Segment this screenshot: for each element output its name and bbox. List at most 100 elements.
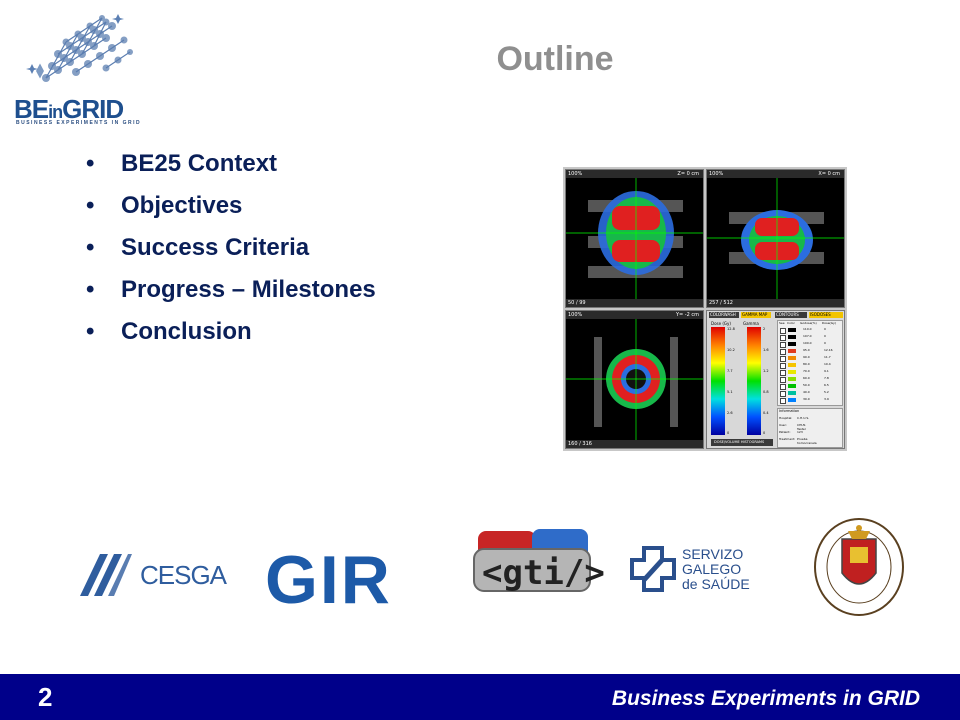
list-item: • Objectives xyxy=(86,192,376,234)
gir-wordmark: GIR xyxy=(265,542,392,618)
isodose-percent: 100.0 xyxy=(803,341,812,345)
zoom-label: 100% xyxy=(709,171,724,177)
isodose-color-swatch xyxy=(788,391,796,395)
isodose-checkbox[interactable] xyxy=(780,377,786,383)
table-row[interactable]: 90.0 11.7 xyxy=(779,355,841,362)
isodose-checkbox[interactable] xyxy=(780,328,786,334)
isodose-checkbox[interactable] xyxy=(780,363,786,369)
zoom-label: 100% xyxy=(568,312,583,318)
outline-list: •BE25 Context •Objectives •Success Crite… xyxy=(86,150,376,360)
sagittal-view-panel: 100% X= 0 cm 257 / 512 xyxy=(706,169,845,308)
panel-playback-bar[interactable] xyxy=(707,299,844,307)
isodose-checkbox[interactable] xyxy=(780,335,786,341)
axial-view-panel: 100% Z= 0 cm 50 / 99 xyxy=(565,169,704,308)
gti-logo: <gti/> xyxy=(470,525,605,597)
list-item: •Conclusion xyxy=(86,318,376,360)
isodose-checkbox[interactable] xyxy=(780,370,786,376)
isodose-checkbox[interactable] xyxy=(780,384,786,390)
information-box: Information Hospital:C.H.U.S. User:CHUS … xyxy=(777,408,843,448)
isodose-dose: 9.1 xyxy=(824,369,829,373)
isodose-percent: 90.0 xyxy=(803,355,810,359)
isodose-color-swatch xyxy=(788,377,796,381)
sergas-cross-icon xyxy=(630,546,676,592)
grid-globe-icon xyxy=(26,14,133,82)
panel-toolbar xyxy=(707,170,844,178)
panel-toolbar xyxy=(566,170,703,178)
slice-counter: 50 / 99 xyxy=(568,300,586,306)
coronal-view-panel: 100% Y= -2 cm 160 / 316 xyxy=(565,310,704,449)
gamma-color-scale xyxy=(747,327,761,435)
tab-contours[interactable]: CONTOURS xyxy=(775,312,807,318)
bullet-icon: • xyxy=(86,150,95,177)
isodose-color-swatch xyxy=(788,342,796,346)
slide-title: Outline xyxy=(496,40,614,78)
panel-playback-bar[interactable] xyxy=(566,299,703,307)
isodose-percent: 40.0 xyxy=(803,390,810,394)
panel-toolbar xyxy=(566,311,703,319)
isodose-checkbox[interactable] xyxy=(780,391,786,397)
isodose-percent: 80.0 xyxy=(803,362,810,366)
isodose-dose: 7.8 xyxy=(824,376,829,380)
isodose-color-swatch xyxy=(788,398,796,402)
dose-viewer-screenshot: 100% Z= 0 cm 50 / 99 100% X= 0 cm xyxy=(563,167,847,451)
gamma-tick-labels: 2 1.6 1.2 0.8 0.4 0 xyxy=(763,327,769,435)
isodose-color-swatch xyxy=(788,335,796,339)
dose-controls-panel: COLORWASH GAMMA MAP CONTOURS ISODOSES Do… xyxy=(706,310,845,449)
isodose-percent: 70.0 xyxy=(803,369,810,373)
isodose-checkbox[interactable] xyxy=(780,356,786,362)
sergas-logo: SERVIZO GALEGO de SAÚDE xyxy=(630,546,770,596)
university-seal-icon xyxy=(814,518,904,616)
list-item: •BE25 Context xyxy=(86,150,376,192)
bullet-icon: • xyxy=(86,192,95,219)
isodose-color-swatch xyxy=(788,356,796,360)
list-item: •Progress – Milestones xyxy=(86,276,376,318)
isodose-dose: 3.9 xyxy=(824,397,829,401)
isodose-checkbox[interactable] xyxy=(780,342,786,348)
zoom-label: 100% xyxy=(568,171,583,177)
cesga-swoosh-icon xyxy=(80,554,132,596)
beingrid-logo: BEinGRID BUSINESS EXPERIMENTS IN GRID xyxy=(6,6,156,126)
tab-isodoses[interactable]: ISODOSES xyxy=(809,312,843,318)
dose-map-image xyxy=(707,178,844,299)
isodose-dose: 0 xyxy=(824,341,826,345)
isodose-checkbox[interactable] xyxy=(780,398,786,404)
dose-scale-label: Dose (Gy) xyxy=(711,321,731,326)
gti-badge-icon xyxy=(473,529,591,592)
isodose-color-swatch xyxy=(788,384,796,388)
isodose-dose: 0 xyxy=(824,327,826,331)
isodose-dose: 0 xyxy=(824,334,826,338)
cesga-wordmark: CESGA xyxy=(140,560,227,590)
table-row[interactable]: 70.0 9.1 xyxy=(779,369,841,376)
isodose-color-swatch xyxy=(788,363,796,367)
list-item-label: Objectives xyxy=(121,192,243,219)
list-item: •Success Criteria xyxy=(86,234,376,276)
footer-text: Business Experiments in GRID xyxy=(611,687,920,710)
isodose-percent: 107.0 xyxy=(803,334,812,338)
isodose-checkbox[interactable] xyxy=(780,349,786,355)
tab-gamma-map[interactable]: GAMMA MAP xyxy=(741,312,771,318)
list-item-label: Success Criteria xyxy=(121,234,310,261)
panel-playback-bar[interactable] xyxy=(566,440,703,448)
isodose-percent: 50.0 xyxy=(803,383,810,387)
gti-wordmark: <gti/> xyxy=(482,553,605,593)
dvh-button[interactable]: DOSE/VOLUME HISTOGRAMS xyxy=(711,439,773,446)
dose-map-image xyxy=(566,319,703,440)
isodose-dose: 12.16 xyxy=(824,348,833,352)
slice-position-label: Z= 0 cm xyxy=(677,171,699,177)
list-item-label: Conclusion xyxy=(121,318,252,345)
dose-tick-labels: 12.8 10.2 7.7 5.1 2.6 0 xyxy=(727,327,735,435)
tab-colorwash[interactable]: COLORWASH xyxy=(709,312,739,318)
dose-color-scale xyxy=(711,327,725,435)
ucm-seal-logo xyxy=(812,517,907,617)
isodose-dose: 11.7 xyxy=(824,355,831,359)
